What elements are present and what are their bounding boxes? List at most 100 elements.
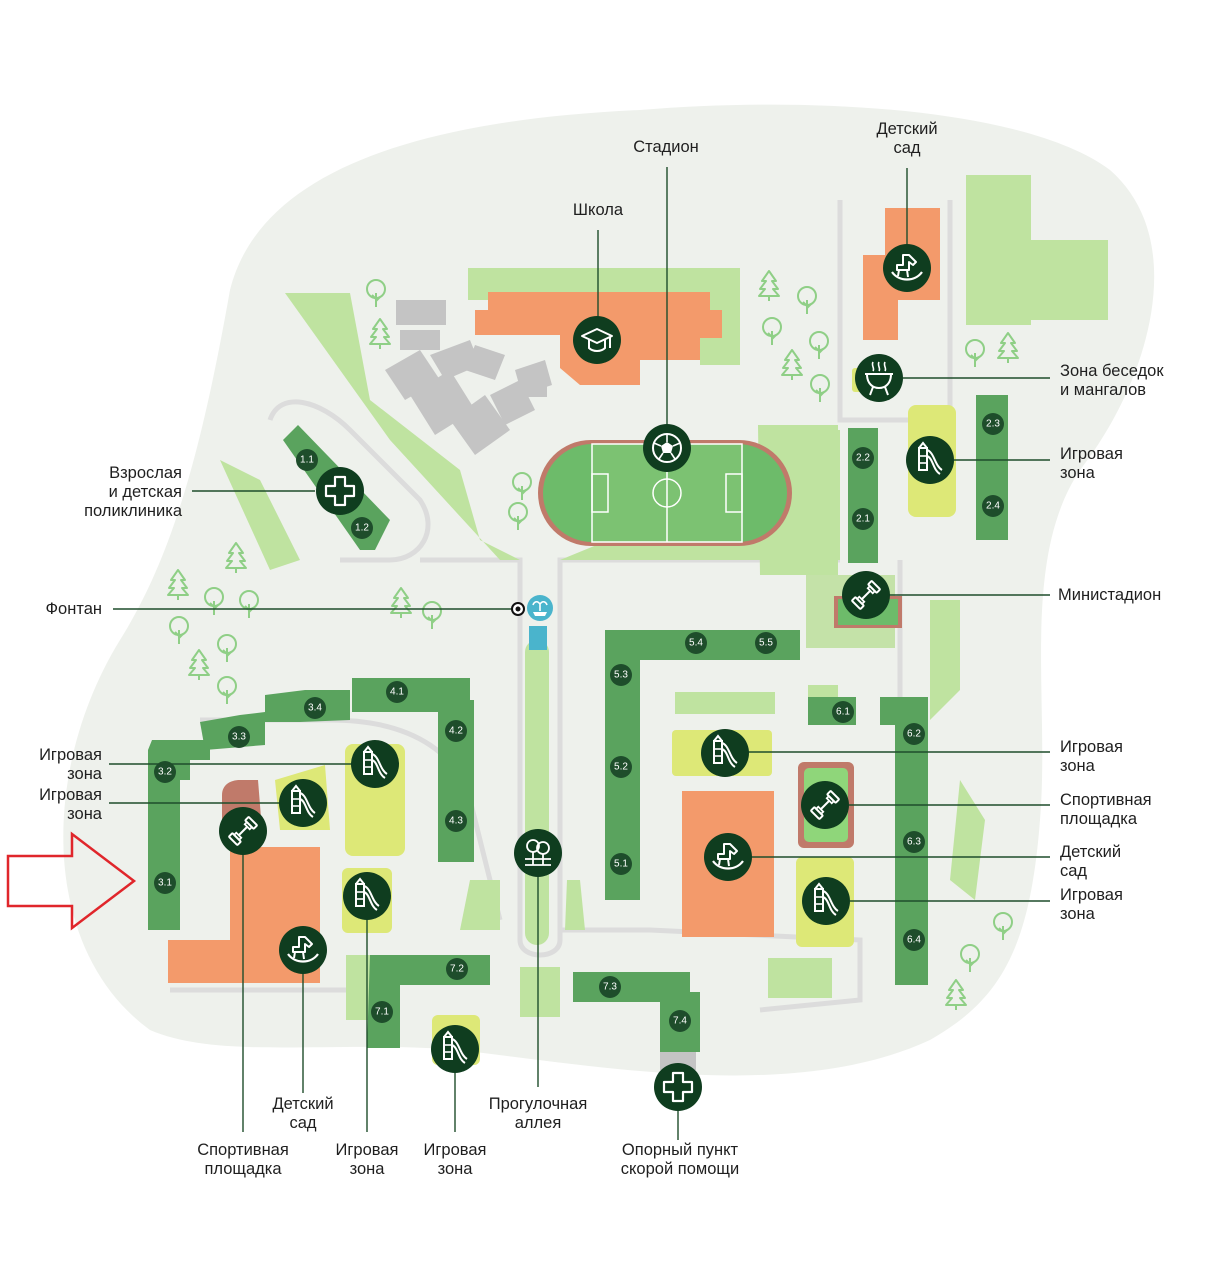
rocking-horse-icon <box>883 244 931 292</box>
building-number: 2.4 <box>986 501 1000 512</box>
building-number: 5.4 <box>689 638 703 649</box>
building-number: 7.2 <box>450 964 464 975</box>
building-badge: 2.3 <box>982 413 1004 435</box>
building-number: 6.2 <box>907 729 921 740</box>
building-number: 6.4 <box>907 935 921 946</box>
label-kindergarten-r: Детский сад <box>1060 843 1122 880</box>
dumbbell-icon <box>219 807 267 855</box>
label-stadium: Стадион <box>633 138 699 156</box>
label-kindergarten-bottom: Детский сад <box>272 1095 334 1132</box>
building-badge: 5.1 <box>610 853 632 875</box>
building-badge: 2.1 <box>852 508 874 530</box>
building-number: 4.2 <box>449 726 463 737</box>
label-playground-r2: Игровая зона <box>1060 738 1123 775</box>
red-arrow-icon <box>6 831 137 931</box>
building-number: 7.1 <box>375 1007 389 1018</box>
building-badge: 7.4 <box>669 1010 691 1032</box>
building-number: 5.1 <box>614 859 628 870</box>
dumbbell-icon <box>801 781 849 829</box>
building-badge: 6.3 <box>903 831 925 853</box>
building-number: 7.4 <box>673 1016 687 1027</box>
label-playground-l2: Игровая зона <box>39 786 102 823</box>
slide-icon <box>802 877 850 925</box>
building-badge: 7.2 <box>446 958 468 980</box>
label-fountain: Фонтан <box>45 600 103 618</box>
building-number: 6.3 <box>907 837 921 848</box>
building-number: 1.1 <box>300 455 314 466</box>
label-school: Школа <box>572 201 624 219</box>
label-kindergarten-top: Детский сад <box>876 120 938 157</box>
label-playground-l1: Игровая зона <box>39 746 102 783</box>
building-number: 2.1 <box>856 514 870 525</box>
building-badges: 1.1 1.2 2.1 2.2 2.3 2.4 3.1 3.2 3.3 3.4 … <box>154 413 1004 1032</box>
rocking-horse-icon <box>704 833 752 881</box>
building-number: 3.3 <box>232 732 246 743</box>
building-badge: 6.2 <box>903 723 925 745</box>
slide-icon <box>279 779 327 827</box>
building-number: 3.4 <box>308 703 322 714</box>
building-badge: 1.2 <box>351 517 373 539</box>
slide-icon <box>906 436 954 484</box>
callout-lines <box>109 167 1050 1140</box>
building-number: 1.2 <box>355 523 369 534</box>
label-playground-r1: Игровая зона <box>1060 445 1123 482</box>
building-number: 7.3 <box>603 982 617 993</box>
building-badge: 2.2 <box>852 447 874 469</box>
label-clinic: Взрослая и детская поликлиника <box>84 464 182 520</box>
slide-icon <box>701 729 749 777</box>
building-number: 4.3 <box>449 816 463 827</box>
label-playground-b2: Игровая зона <box>423 1141 487 1178</box>
label-ministadium: Министадион <box>1058 586 1162 604</box>
building-number: 2.3 <box>986 419 1000 430</box>
parking-lots <box>385 300 552 455</box>
stadium-field <box>538 440 792 546</box>
grill-icon <box>855 354 903 402</box>
label-sport-ground-bottom: Спортивная площадка <box>197 1141 289 1178</box>
label-walking-alley: Прогулочная аллея <box>488 1095 588 1132</box>
medical-cross-icon <box>316 467 364 515</box>
trees-bench-icon <box>514 829 562 877</box>
fountain-pool <box>529 626 547 650</box>
building-badge: 7.1 <box>371 1001 393 1023</box>
building-badge: 4.3 <box>445 810 467 832</box>
building-number: 3.2 <box>158 767 172 778</box>
building-badge: 7.3 <box>599 976 621 998</box>
slide-icon <box>351 740 399 788</box>
building-number: 2.2 <box>856 453 870 464</box>
building-badge: 3.1 <box>154 872 176 894</box>
building-badge: 5.5 <box>755 632 777 654</box>
label-bbq-zone: Зона беседок и мангалов <box>1060 362 1164 399</box>
label-ambulance-point: Опорный пункт скорой помощи <box>620 1141 740 1178</box>
rocking-horse-icon <box>279 926 327 974</box>
building-badge: 3.2 <box>154 761 176 783</box>
medical-cross-icon <box>654 1063 702 1111</box>
building-number: 4.1 <box>390 687 404 698</box>
building-badge: 4.1 <box>386 681 408 703</box>
label-sport-ground-r: Спортивная площадка <box>1060 791 1152 828</box>
building-badge: 6.4 <box>903 929 925 951</box>
slide-icon <box>343 872 391 920</box>
fountain-icon <box>527 595 553 621</box>
building-badge: 3.3 <box>228 726 250 748</box>
building-badge: 6.1 <box>832 701 854 723</box>
building-badge: 2.4 <box>982 495 1004 517</box>
label-playground-b1: Игровая зона <box>335 1141 399 1178</box>
building-number: 6.1 <box>836 707 850 718</box>
building-badge: 5.4 <box>685 632 707 654</box>
building-badge: 4.2 <box>445 720 467 742</box>
building-badge: 3.4 <box>304 697 326 719</box>
building-badge: 5.2 <box>610 756 632 778</box>
building-number: 3.1 <box>158 878 172 889</box>
slide-icon <box>431 1025 479 1073</box>
football-icon <box>643 424 691 472</box>
building-number: 5.2 <box>614 762 628 773</box>
building-number: 5.3 <box>614 670 628 681</box>
building-number: 5.5 <box>759 638 773 649</box>
label-playground-r3: Игровая зона <box>1060 886 1123 923</box>
graduation-cap-icon <box>573 316 621 364</box>
dumbbell-icon <box>842 571 890 619</box>
building-badge: 5.3 <box>610 664 632 686</box>
building-badge: 1.1 <box>296 449 318 471</box>
